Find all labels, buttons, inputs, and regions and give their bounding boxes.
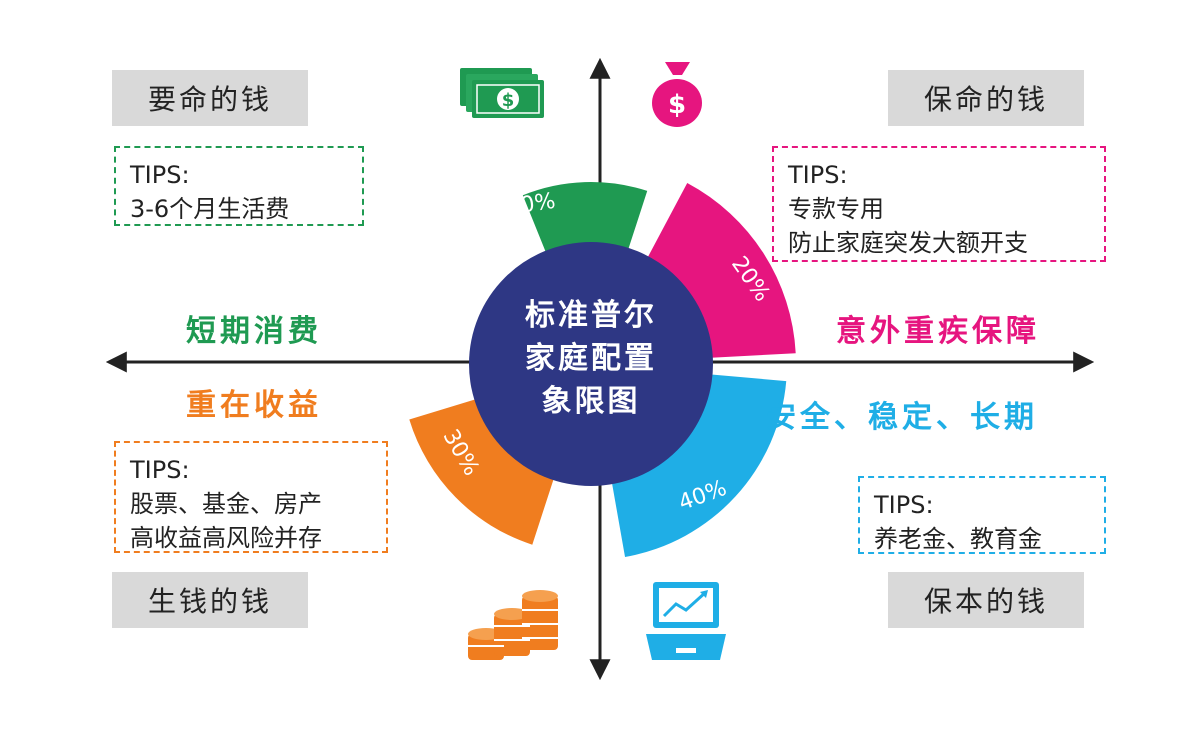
side-label-stable: 安全、稳定、长期 xyxy=(766,400,1038,435)
tips-bottom-right-line-1: TIPS: xyxy=(874,491,934,519)
label-bottom-right: 保本的钱 xyxy=(888,572,1084,628)
center-title-line-3: 象限图 xyxy=(542,384,641,419)
center-title-line-2: 家庭配置 xyxy=(525,341,657,376)
svg-text:$: $ xyxy=(502,90,515,111)
center-title-line-1: 标准普尔 xyxy=(525,298,657,333)
label-top-right: 保命的钱 xyxy=(888,70,1084,126)
tips-bottom-left-line-3: 高收益高风险并存 xyxy=(130,524,322,552)
side-label-returns: 重在收益 xyxy=(186,388,322,423)
segment-top-left xyxy=(522,181,648,255)
label-bottom-left: 生钱的钱 xyxy=(112,572,308,628)
segment-bottom-left xyxy=(409,398,555,545)
segment-top-right xyxy=(646,182,796,358)
tips-top-right-line-2: 专款专用 xyxy=(788,195,884,223)
side-label-insurance: 意外重疾保障 xyxy=(836,314,1040,349)
tips-bottom-right: TIPS: 养老金、教育金 xyxy=(858,476,1106,554)
tips-top-right-line-1: TIPS: xyxy=(788,161,848,189)
svg-text:$: $ xyxy=(668,90,686,120)
money-bag-icon: $ xyxy=(652,62,702,127)
cash-icon: $ xyxy=(460,68,544,118)
coins-icon xyxy=(468,590,558,660)
side-label-short-term: 短期消费 xyxy=(186,314,322,349)
tips-top-left: TIPS: 3-6个月生活费 xyxy=(114,146,364,226)
tips-top-left-line-2: 3-6个月生活费 xyxy=(130,195,290,223)
tips-top-left-line-1: TIPS: xyxy=(130,161,190,189)
tips-bottom-left-line-2: 股票、基金、房产 xyxy=(130,490,322,518)
tips-bottom-right-line-2: 养老金、教育金 xyxy=(874,525,1042,553)
tips-bottom-left-line-1: TIPS: xyxy=(130,456,190,484)
segment-bottom-right xyxy=(611,374,787,558)
center-circle xyxy=(469,242,713,486)
label-top-left: 要命的钱 xyxy=(112,70,308,126)
laptop-chart-icon xyxy=(646,582,726,660)
tips-top-right-line-3: 防止家庭突发大额开支 xyxy=(788,229,1028,257)
tips-bottom-left: TIPS: 股票、基金、房产 高收益高风险并存 xyxy=(114,441,388,553)
tips-top-right: TIPS: 专款专用 防止家庭突发大额开支 xyxy=(772,146,1106,262)
